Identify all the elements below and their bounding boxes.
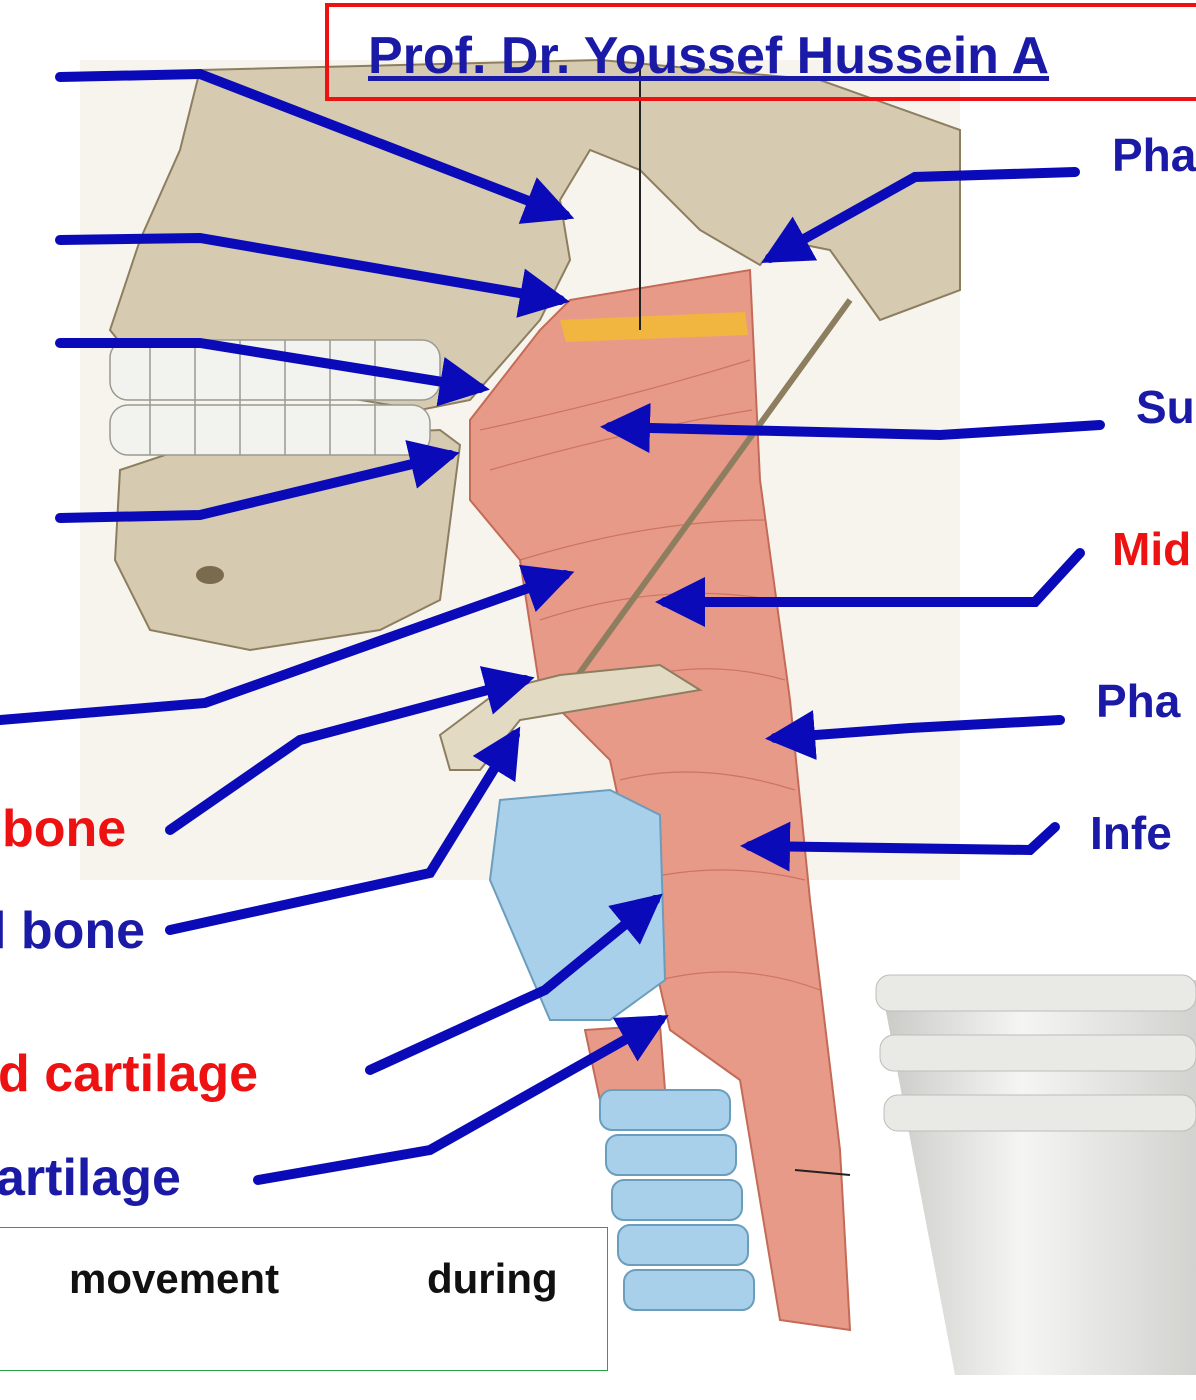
note-word-movement: movement [69,1258,279,1300]
label-inferior-constrictor: Infe [1090,810,1172,856]
label-superior-constrictor: Su [1136,384,1195,430]
label-thyroid-cartilage: d cartilage [0,1048,258,1100]
thyroid-cartilage [490,790,665,1020]
stacked-cups-image [876,975,1196,1375]
label-middle-constrictor: Mid [1112,526,1191,572]
trachea [600,1090,754,1310]
label-pharyngobasilar: Pha [1112,132,1196,178]
label-hyoid-bone-red: bone [2,803,126,855]
cup-rim-2 [880,1035,1196,1071]
note-box: movement during [0,1227,608,1371]
cup-rim-1 [876,975,1196,1011]
label-cricoid-cartilage: artilage [0,1152,181,1204]
label-hyoid-bone-blue: l bone [0,905,145,957]
author-title: Prof. Dr. Youssef Hussein A [368,30,1049,82]
note-word-during: during [427,1258,558,1300]
cup-rim-3 [884,1095,1196,1131]
label-pharyngo: Pha [1096,678,1180,724]
mental-foramen [196,566,224,584]
